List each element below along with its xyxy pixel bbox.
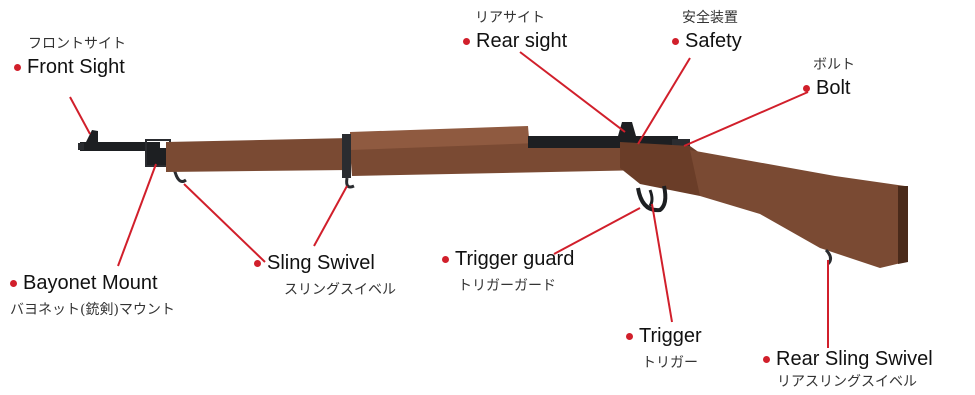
bolt-label-jp: ボルト — [813, 57, 855, 73]
trigger-label-en: Trigger — [639, 325, 702, 347]
leader-safety — [637, 57, 691, 145]
rear-sling-swivel-bullet-icon — [763, 355, 770, 363]
muzzle — [78, 143, 84, 150]
bayonet-mount-label-jp: バヨネット(銃剣)マウント — [10, 302, 175, 318]
front-sight-post — [86, 130, 98, 142]
trigger-label-jp: トリガー — [642, 355, 698, 371]
sling-swivel-label-en: Sling Swivel — [267, 252, 375, 274]
sling-swivel-label-jp: スリングスイベル — [284, 282, 396, 298]
leader-rear-sight — [519, 51, 626, 133]
bayonet-mount-bullet-icon — [10, 279, 17, 287]
safety-label-jp: 安全装置 — [682, 10, 738, 26]
trigger-guard-bullet-icon — [442, 255, 449, 263]
callout-sling-swivel: Sling Swivel スリングスイベル — [254, 253, 396, 297]
rear-sight-bullet-icon — [463, 37, 470, 45]
butt-stock — [690, 150, 905, 268]
trigger-blade — [648, 189, 654, 207]
rear-sling-swivel-label-jp: リアスリングスイベル — [777, 374, 917, 390]
rear-sight-label-en: Rear sight — [476, 30, 568, 52]
bayonet-mount-block — [146, 148, 168, 166]
sling-swivel-bullet-icon — [254, 259, 261, 267]
safety-bullet-icon — [672, 37, 679, 45]
rear-sling-swivel-label-en: Rear Sling Swivel — [776, 348, 933, 370]
callout-front-sight: フロントサイト Front Sight — [14, 37, 126, 77]
trigger-guard-loop — [636, 185, 668, 213]
callout-trigger: Trigger トリガー — [626, 326, 702, 370]
callout-bolt: ボルト Bolt — [803, 58, 855, 98]
bayonet-mount-label-en: Bayonet Mount — [23, 272, 158, 294]
callout-bayonet-mount: Bayonet Mount バヨネット(銃剣)マウント — [10, 273, 175, 317]
middle-band — [342, 134, 351, 178]
front-sight-label-jp: フロントサイト — [28, 36, 126, 52]
leader-bayonet-mount — [117, 163, 157, 267]
leader-sling-swivel-middle — [313, 185, 348, 247]
callout-safety: 安全装置 Safety — [672, 11, 742, 51]
bolt-label-en: Bolt — [816, 77, 851, 99]
forend — [166, 138, 350, 172]
trigger-bullet-icon — [626, 332, 633, 340]
trigger-guard-label-en: Trigger guard — [455, 248, 575, 270]
callout-rear-sight: リアサイト Rear sight — [463, 11, 567, 51]
front-sight-label-en: Front Sight — [27, 56, 125, 78]
bolt-sleeve — [672, 139, 690, 149]
trigger-guard-label-jp: トリガーガード — [458, 278, 556, 294]
front-sight-bullet-icon — [14, 63, 21, 71]
middle-sling-swivel — [345, 177, 355, 189]
safety-label-en: Safety — [685, 30, 742, 52]
barrel — [80, 142, 160, 151]
callout-rear-sling-swivel: Rear Sling Swivel リアスリングスイベル — [763, 349, 933, 389]
bolt-bullet-icon — [803, 84, 810, 92]
butt-plate — [898, 186, 908, 264]
rear-sight-label-jp: リアサイト — [475, 10, 545, 26]
callout-trigger-guard: Trigger guard トリガーガード — [442, 249, 574, 293]
rear-sight-leaf — [618, 122, 636, 136]
leader-trigger — [651, 203, 673, 323]
stock-body — [350, 140, 650, 176]
leader-bolt — [683, 91, 809, 147]
leader-front-sight — [69, 96, 91, 135]
leader-sling-swivel-front — [183, 183, 266, 263]
leader-trigger-guard — [553, 207, 641, 255]
